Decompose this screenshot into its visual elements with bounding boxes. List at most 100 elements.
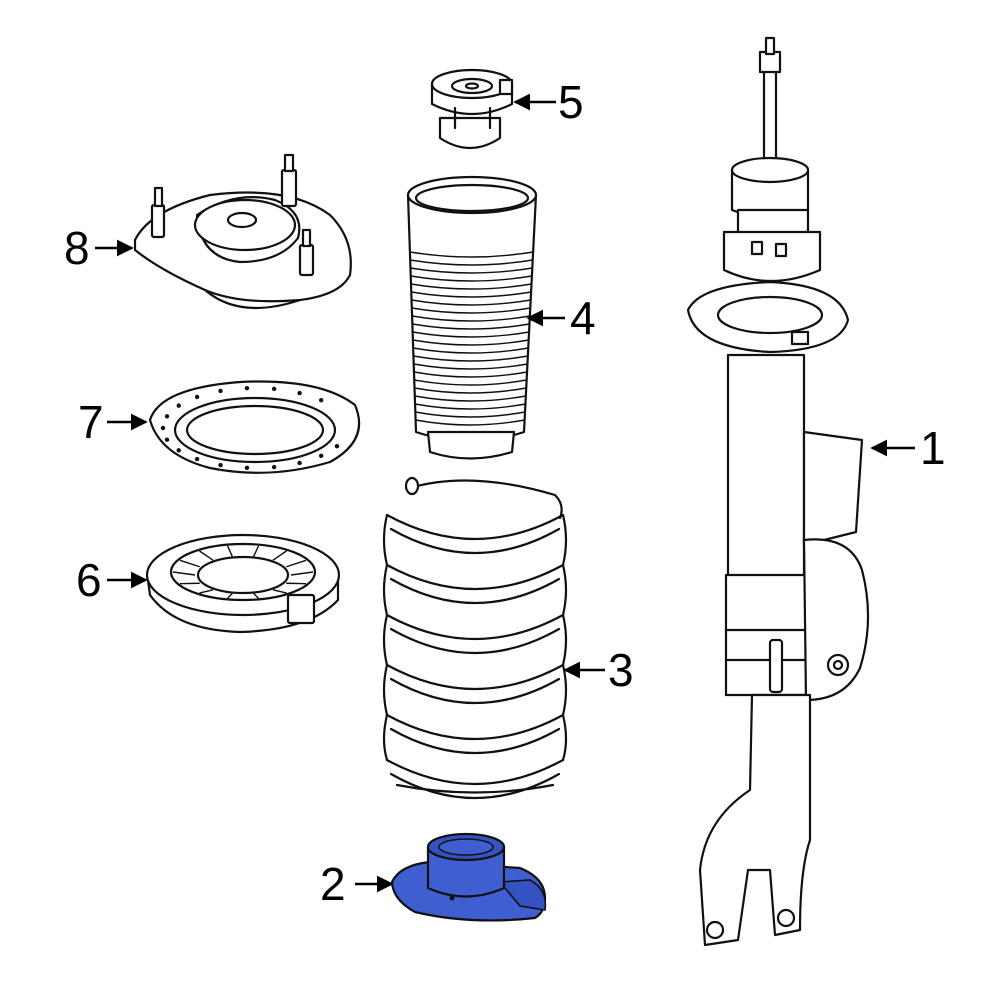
plate-hole (297, 390, 302, 396)
boot-rib (411, 299, 531, 306)
callout-1: 1 (870, 422, 946, 474)
boot-rib (414, 403, 526, 410)
isolator-rib (179, 559, 200, 568)
plate-hole (271, 386, 277, 392)
isolator-rib (226, 545, 233, 557)
boot-rib (409, 251, 534, 258)
boot-rib (412, 323, 530, 330)
plate-holes (160, 385, 340, 471)
boot-rib (410, 259, 533, 266)
boot-rib (410, 267, 533, 274)
plate-hole (194, 394, 200, 400)
boot-rib (413, 347, 529, 354)
isolator-rib (198, 550, 214, 561)
boot-rib (410, 283, 532, 290)
part-5-bump-stop[interactable] (430, 68, 514, 149)
plate-hole (244, 385, 250, 391)
spring-coil-inner (389, 577, 561, 605)
plate-hole (164, 437, 170, 442)
part-1-strut-assembly[interactable] (686, 36, 870, 947)
boot-rib (413, 363, 528, 370)
spring-coil-front (385, 758, 565, 786)
plate-hole (176, 448, 181, 453)
callout-3: 3 (563, 644, 634, 696)
spring-coil-side (382, 513, 389, 567)
spring-coil-inner (389, 527, 561, 555)
part-2-lower-spring-seat[interactable] (390, 832, 547, 922)
plate-hole (176, 403, 181, 408)
isolator-ribs (172, 545, 314, 599)
isolator-rib (199, 589, 214, 594)
plate-hole (271, 464, 277, 470)
spring-coil-inner (389, 627, 561, 655)
callout-number-5: 5 (558, 76, 584, 128)
boot-rib (411, 291, 532, 298)
callout-8: 8 (64, 222, 134, 274)
plate-hole (297, 460, 302, 466)
isolator-rib (272, 589, 287, 594)
callout-number-8: 8 (64, 222, 90, 274)
part-3-coil-spring[interactable] (382, 476, 568, 800)
callout-number-1: 1 (920, 422, 946, 474)
plate-hole (318, 398, 324, 403)
spring-coil-bottom (395, 783, 555, 794)
boot-rib (412, 331, 530, 338)
spring-coil-side (382, 563, 389, 617)
callout-number-6: 6 (76, 554, 102, 606)
isolator-rib (272, 550, 288, 561)
spring-coil-front (385, 663, 565, 691)
spring-coil-inner (389, 727, 561, 755)
plate-hole (164, 414, 170, 419)
spring-coil-side (561, 563, 568, 617)
callout-number-4: 4 (570, 292, 596, 344)
boot-rib (412, 339, 529, 346)
spring-coil-inner (389, 677, 561, 705)
plate-hole (318, 453, 324, 458)
spring-coil-front (385, 713, 565, 741)
boot-rib (410, 275, 533, 282)
spring-coil-side (382, 663, 389, 717)
spring-coil-front (385, 563, 565, 591)
boot-rib (414, 395, 526, 402)
boot-rib (414, 387, 527, 394)
spring-coil-side (561, 613, 568, 667)
spring-coil-side (382, 613, 389, 667)
plate-hole (244, 465, 250, 471)
part-4-dust-boot[interactable] (406, 175, 538, 460)
callout-number-2: 2 (320, 858, 346, 910)
spring-coil-side (561, 663, 568, 717)
plate-hole (218, 388, 223, 394)
part-6-spring-isolator[interactable] (145, 533, 341, 634)
plate-hole (160, 425, 166, 431)
plate-hole (218, 462, 223, 468)
callout-7: 7 (78, 396, 148, 448)
spring-coil-side (561, 713, 568, 762)
plate-hole (334, 443, 340, 449)
plate-hole (194, 456, 200, 462)
callout-4: 4 (526, 292, 596, 344)
part-8-strut-mount[interactable] (133, 153, 352, 310)
boot-rib (413, 355, 528, 362)
isolator-rib (253, 593, 260, 599)
boot-rib (413, 371, 528, 378)
boot-rib (411, 315, 530, 322)
callout-number-3: 3 (608, 644, 634, 696)
boot-rib (415, 411, 526, 418)
callout-number-7: 7 (78, 396, 104, 448)
isolator-rib (253, 545, 260, 557)
spring-coil-inner (389, 772, 561, 800)
spring-coil-front (385, 613, 565, 641)
isolator-rib (290, 571, 314, 576)
part-7-spring-plate[interactable] (148, 380, 361, 474)
boot-rib (414, 379, 527, 386)
spring-coil-side (382, 713, 389, 762)
boot-rib (415, 419, 525, 426)
spring-coil-front (385, 513, 565, 541)
spring-coil-side (561, 513, 568, 567)
isolator-rib (172, 571, 196, 576)
isolator-rib (286, 559, 307, 568)
isolator-rib (226, 593, 233, 599)
boot-rib (411, 307, 531, 314)
callout-6: 6 (76, 554, 148, 606)
